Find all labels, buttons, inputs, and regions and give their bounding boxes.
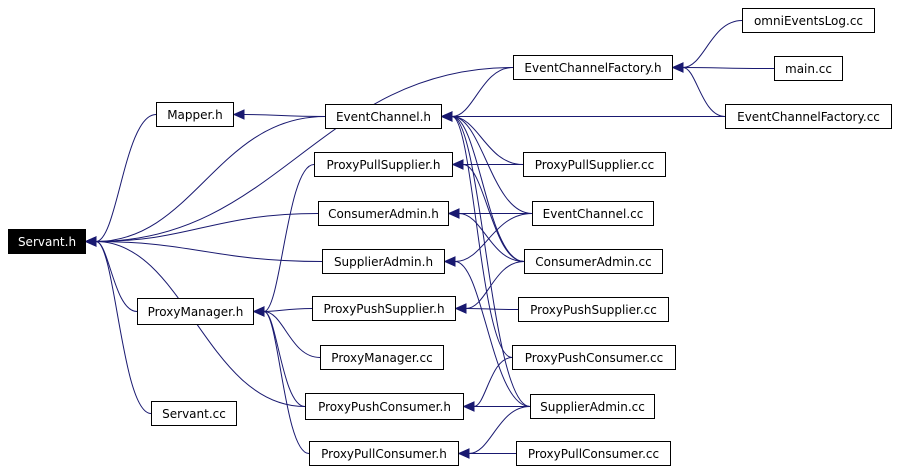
edge-supplieradmin_cc-to-eventchannel_h	[451, 116, 531, 407]
node-proxymanager-cc[interactable]: ProxyManager.cc	[320, 345, 444, 370]
arrowhead-supplieradmin_cc-to-supplieradmin_h	[443, 256, 456, 267]
node-proxypushconsumer-h[interactable]: ProxyPushConsumer.h	[305, 393, 464, 420]
arrowhead-proxypullconsumer_cc-to-proxypullconsumer_h	[457, 448, 470, 459]
edge-proxypullconsumer_h-to-proxymanager_h	[263, 311, 310, 454]
edge-consumeradmin_h-to-servant_h	[95, 213, 319, 242]
node-omnieventslog-cc[interactable]: omniEventsLog.cc	[742, 8, 875, 33]
node-proxypushsupplier-cc[interactable]: ProxyPushSupplier.cc	[518, 297, 669, 322]
node-eventchannelfactory-cc[interactable]: EventChannelFactory.cc	[725, 104, 892, 129]
arrowhead-consumeradmin_cc-to-consumeradmin_h	[447, 208, 460, 219]
node-consumeradmin-cc[interactable]: ConsumerAdmin.cc	[524, 249, 663, 274]
edge-proxymanager_h-to-servant_h	[95, 241, 138, 312]
edge-consumeradmin_cc-to-proxypushsupplier_h	[465, 261, 525, 309]
node-proxypullconsumer-cc[interactable]: ProxyPullConsumer.cc	[516, 441, 671, 466]
node-proxypullsupplier-cc[interactable]: ProxyPullSupplier.cc	[523, 152, 666, 177]
node-proxypullconsumer-h[interactable]: ProxyPullConsumer.h	[309, 441, 459, 466]
arrowhead-eventchannel_h-to-mapper_h	[232, 109, 245, 120]
edge-proxypushconsumer_cc-to-proxypushconsumer_h	[473, 357, 513, 407]
node-supplieradmin-cc[interactable]: SupplierAdmin.cc	[530, 394, 655, 419]
node-supplieradmin-h[interactable]: SupplierAdmin.h	[322, 249, 445, 274]
edge-supplieradmin_cc-to-proxypullconsumer_h	[468, 406, 531, 454]
node-proxypushconsumer-cc[interactable]: ProxyPushConsumer.cc	[512, 345, 676, 370]
edge-eventchannelfactory_cc-to-eventchannelfactory_h	[682, 67, 726, 117]
edge-supplieradmin_cc-to-supplieradmin_h	[454, 261, 531, 407]
arrowhead-supplieradmin_cc-to-proxypushconsumer_h	[462, 401, 475, 412]
edge-eventchannelfactory_h-to-servant_h	[95, 67, 514, 242]
edge-main_cc-to-eventchannelfactory_h	[682, 67, 775, 69]
node-eventchannel-cc[interactable]: EventChannel.cc	[532, 201, 654, 226]
node-eventchannelfactory-h[interactable]: EventChannelFactory.h	[513, 55, 673, 80]
node-eventchannel-h[interactable]: EventChannel.h	[325, 104, 442, 129]
edge-servant_cc-to-servant_h	[95, 241, 152, 414]
edge-proxymanager_cc-to-proxymanager_h	[263, 311, 321, 358]
edge-proxypushsupplier_h-to-proxymanager_h	[263, 308, 313, 312]
node-proxypullsupplier-h[interactable]: ProxyPullSupplier.h	[314, 152, 453, 177]
node-mapper-h[interactable]: Mapper.h	[156, 102, 234, 127]
edge-eventchannel_h-to-servant_h	[95, 116, 326, 242]
edge-proxypushconsumer_cc-to-eventchannel_h	[451, 116, 513, 358]
edge-proxypushsupplier_cc-to-proxypushsupplier_h	[465, 308, 519, 310]
node-proxypushsupplier-h[interactable]: ProxyPushSupplier.h	[312, 296, 456, 321]
edge-mapper_h-to-servant_h	[95, 114, 157, 242]
edge-eventchannel_h-to-mapper_h	[243, 114, 326, 117]
node-consumeradmin-h[interactable]: ConsumerAdmin.h	[318, 201, 449, 226]
arrowhead-consumeradmin_cc-to-proxypullsupplier_h	[451, 159, 464, 170]
arrowhead-proxypushsupplier_cc-to-proxypushsupplier_h	[454, 303, 467, 314]
arrowhead-proxypullconsumer_h-to-proxymanager_h	[252, 306, 265, 317]
arrowhead-eventchannelfactory_cc-to-eventchannelfactory_h	[671, 62, 684, 73]
arrowhead-proxypushconsumer_cc-to-eventchannel_h	[440, 111, 453, 122]
edge-omnieventslog_cc-to-eventchannelfactory_h	[682, 20, 743, 68]
edge-supplieradmin_h-to-servant_h	[95, 241, 323, 262]
edge-eventchannel_cc-to-supplieradmin_h	[454, 213, 533, 262]
edge-consumeradmin_cc-to-consumeradmin_h	[458, 213, 525, 262]
edge-proxypullsupplier_cc-to-eventchannel_h	[451, 116, 524, 165]
edge-eventchannelfactory_h-to-eventchannel_h	[451, 67, 514, 117]
node-proxymanager-h[interactable]: ProxyManager.h	[137, 298, 254, 325]
arrowhead-servant_cc-to-servant_h	[84, 236, 97, 247]
edge-consumeradmin_cc-to-eventchannel_h	[451, 116, 525, 262]
node-servant-cc[interactable]: Servant.cc	[151, 401, 237, 426]
node-servant-h[interactable]: Servant.h	[8, 229, 86, 254]
node-main-cc[interactable]: main.cc	[774, 56, 843, 81]
edge-proxypullsupplier_h-to-proxymanager_h	[263, 164, 315, 312]
